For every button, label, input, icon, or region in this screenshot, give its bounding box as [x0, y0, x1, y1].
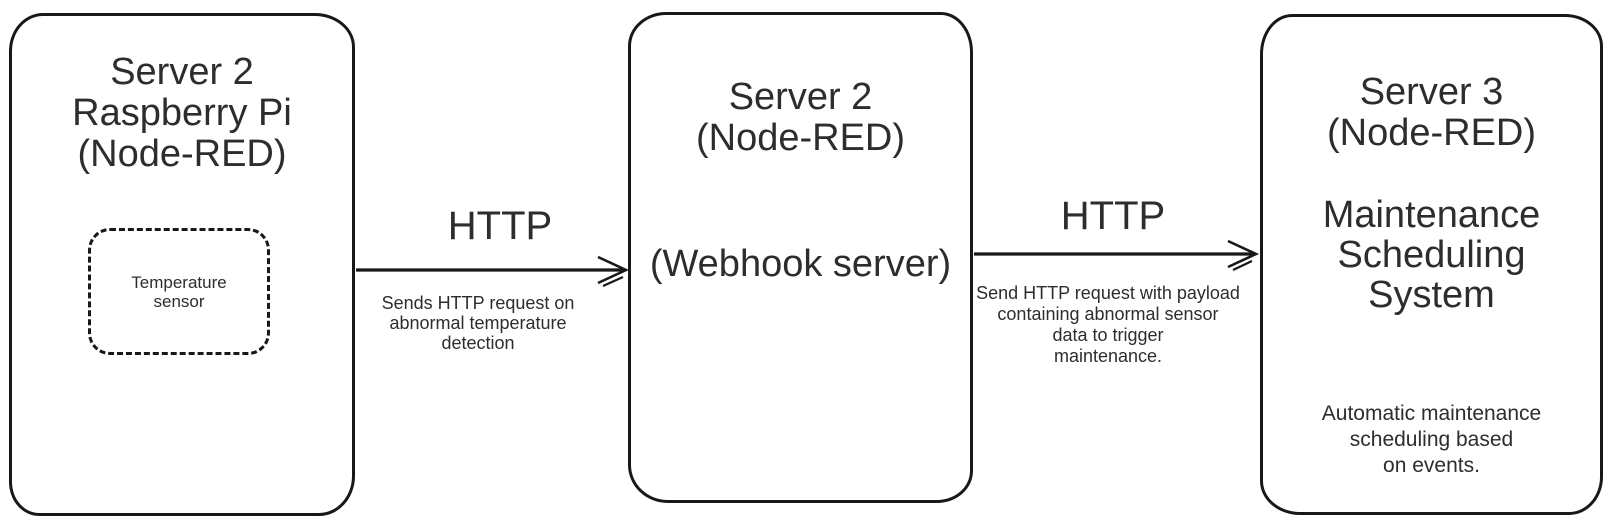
subtitle-line: (Webhook server) — [649, 243, 952, 285]
edge-label-http-1: HTTP — [447, 204, 553, 248]
http-arrow-1 — [356, 255, 630, 288]
description-line: scheduling based — [1349, 428, 1514, 451]
title-line: Server 2 — [110, 51, 254, 93]
node-subtitle: (Webhook server) — [631, 244, 970, 285]
node-title: Server 2 Raspberry Pi (Node-RED) — [12, 52, 352, 175]
edge-label-http-2: HTTP — [1060, 194, 1166, 238]
edge-caption-2: Send HTTP request with payload containin… — [963, 283, 1253, 367]
sensor-label-line: sensor — [153, 291, 205, 311]
arrowhead-sketch-stroke — [602, 275, 624, 288]
sensor-label-line: Temperature — [131, 272, 227, 292]
caption-line: maintenance. — [1053, 346, 1163, 366]
arrowhead-icon — [1227, 239, 1260, 269]
title-line: (Node-RED) — [77, 133, 287, 175]
subtitle-line: Maintenance — [1322, 194, 1541, 236]
title-line: Server 3 — [1359, 71, 1504, 113]
caption-line: abnormal temperature — [389, 313, 567, 333]
arrowhead-icon — [597, 255, 630, 285]
title-line: Server 2 — [728, 76, 873, 118]
node-server3-maintenance: Server 3 (Node-RED) Maintenance Scheduli… — [1260, 14, 1603, 515]
node-description: Automatic maintenance scheduling based o… — [1263, 401, 1600, 479]
caption-line: detection — [441, 333, 515, 353]
node-title: Server 3 (Node-RED) — [1263, 72, 1600, 154]
http-arrow-2 — [974, 239, 1260, 271]
title-line: Raspberry Pi — [72, 92, 292, 134]
edge-caption-1: Sends HTTP request on abnormal temperatu… — [352, 293, 604, 353]
title-line: (Node-RED) — [695, 117, 906, 159]
node-subtitle: Maintenance Scheduling System — [1263, 195, 1600, 315]
arrowhead-sketch-stroke — [1232, 260, 1253, 271]
node-server2-webhook: Server 2 (Node-RED) (Webhook server) — [628, 12, 973, 503]
caption-line: data to trigger — [1052, 325, 1164, 345]
node-server2-raspberry-pi: Server 2 Raspberry Pi (Node-RED) Tempera… — [9, 13, 355, 516]
node-title: Server 2 (Node-RED) — [631, 77, 970, 159]
description-line: Automatic maintenance — [1321, 402, 1542, 425]
caption-line: Send HTTP request with payload — [976, 283, 1240, 303]
caption-line: Sends HTTP request on — [381, 293, 575, 313]
description-line: on events. — [1383, 454, 1480, 477]
title-line: (Node-RED) — [1326, 112, 1537, 154]
subtitle-line: Scheduling — [1337, 234, 1526, 276]
temperature-sensor-box: Temperature sensor — [88, 228, 270, 355]
subtitle-line: System — [1368, 274, 1495, 316]
caption-line: containing abnormal sensor — [997, 304, 1219, 324]
